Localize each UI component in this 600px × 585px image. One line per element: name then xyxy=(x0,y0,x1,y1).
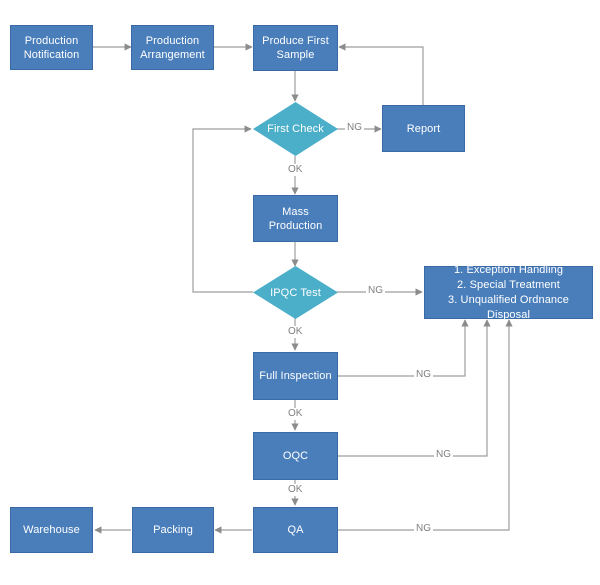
edge-label-ipqc-ng: NG xyxy=(366,285,385,297)
edge-label-first-check-ng: NG xyxy=(345,122,364,134)
node-production-notification[interactable]: Production Notification xyxy=(10,25,93,70)
node-oqc[interactable]: OQC xyxy=(253,432,338,480)
edge-label-oqc-ng: NG xyxy=(434,449,453,461)
node-exception-handling[interactable]: 1. Exception Handling 2. Special Treatme… xyxy=(424,264,593,321)
edge-label-qa-ng: NG xyxy=(414,523,433,535)
edge-ipqc-loop-to-firstcheck xyxy=(192,125,253,293)
node-produce-first-sample[interactable]: Produce First Sample xyxy=(253,25,338,71)
node-report[interactable]: Report xyxy=(382,105,465,152)
node-first-check[interactable]: First Check xyxy=(253,102,338,156)
edge-report-back-to-sample xyxy=(338,43,424,105)
edge-label-full-inspection-ok: OK xyxy=(286,408,305,420)
edge-label-qa-ok-visible: OK xyxy=(286,484,305,496)
edge-label-ipqc-ok: OK xyxy=(286,326,305,338)
edge-qa-ng-to-exception xyxy=(337,319,513,531)
edge-oqc-ng-to-exception xyxy=(337,319,491,457)
node-production-arrangement[interactable]: Production Arrangement xyxy=(131,25,214,70)
node-ipqc-test[interactable]: IPQC Test xyxy=(253,266,338,319)
node-full-inspection[interactable]: Full Inspection xyxy=(253,352,338,400)
edge-label-first-check-ok: OK xyxy=(286,164,305,176)
node-qa[interactable]: QA xyxy=(253,507,338,553)
node-first-check-label: First Check xyxy=(267,123,324,135)
node-ipqc-test-label: IPQC Test xyxy=(270,286,321,299)
node-packing[interactable]: Packing xyxy=(132,507,214,553)
node-warehouse[interactable]: Warehouse xyxy=(10,507,93,553)
edge-fullinspection-ng-to-exception xyxy=(337,319,469,377)
node-mass-production[interactable]: Mass Production xyxy=(253,195,338,242)
edge-label-full-inspection-ng: NG xyxy=(414,369,433,381)
